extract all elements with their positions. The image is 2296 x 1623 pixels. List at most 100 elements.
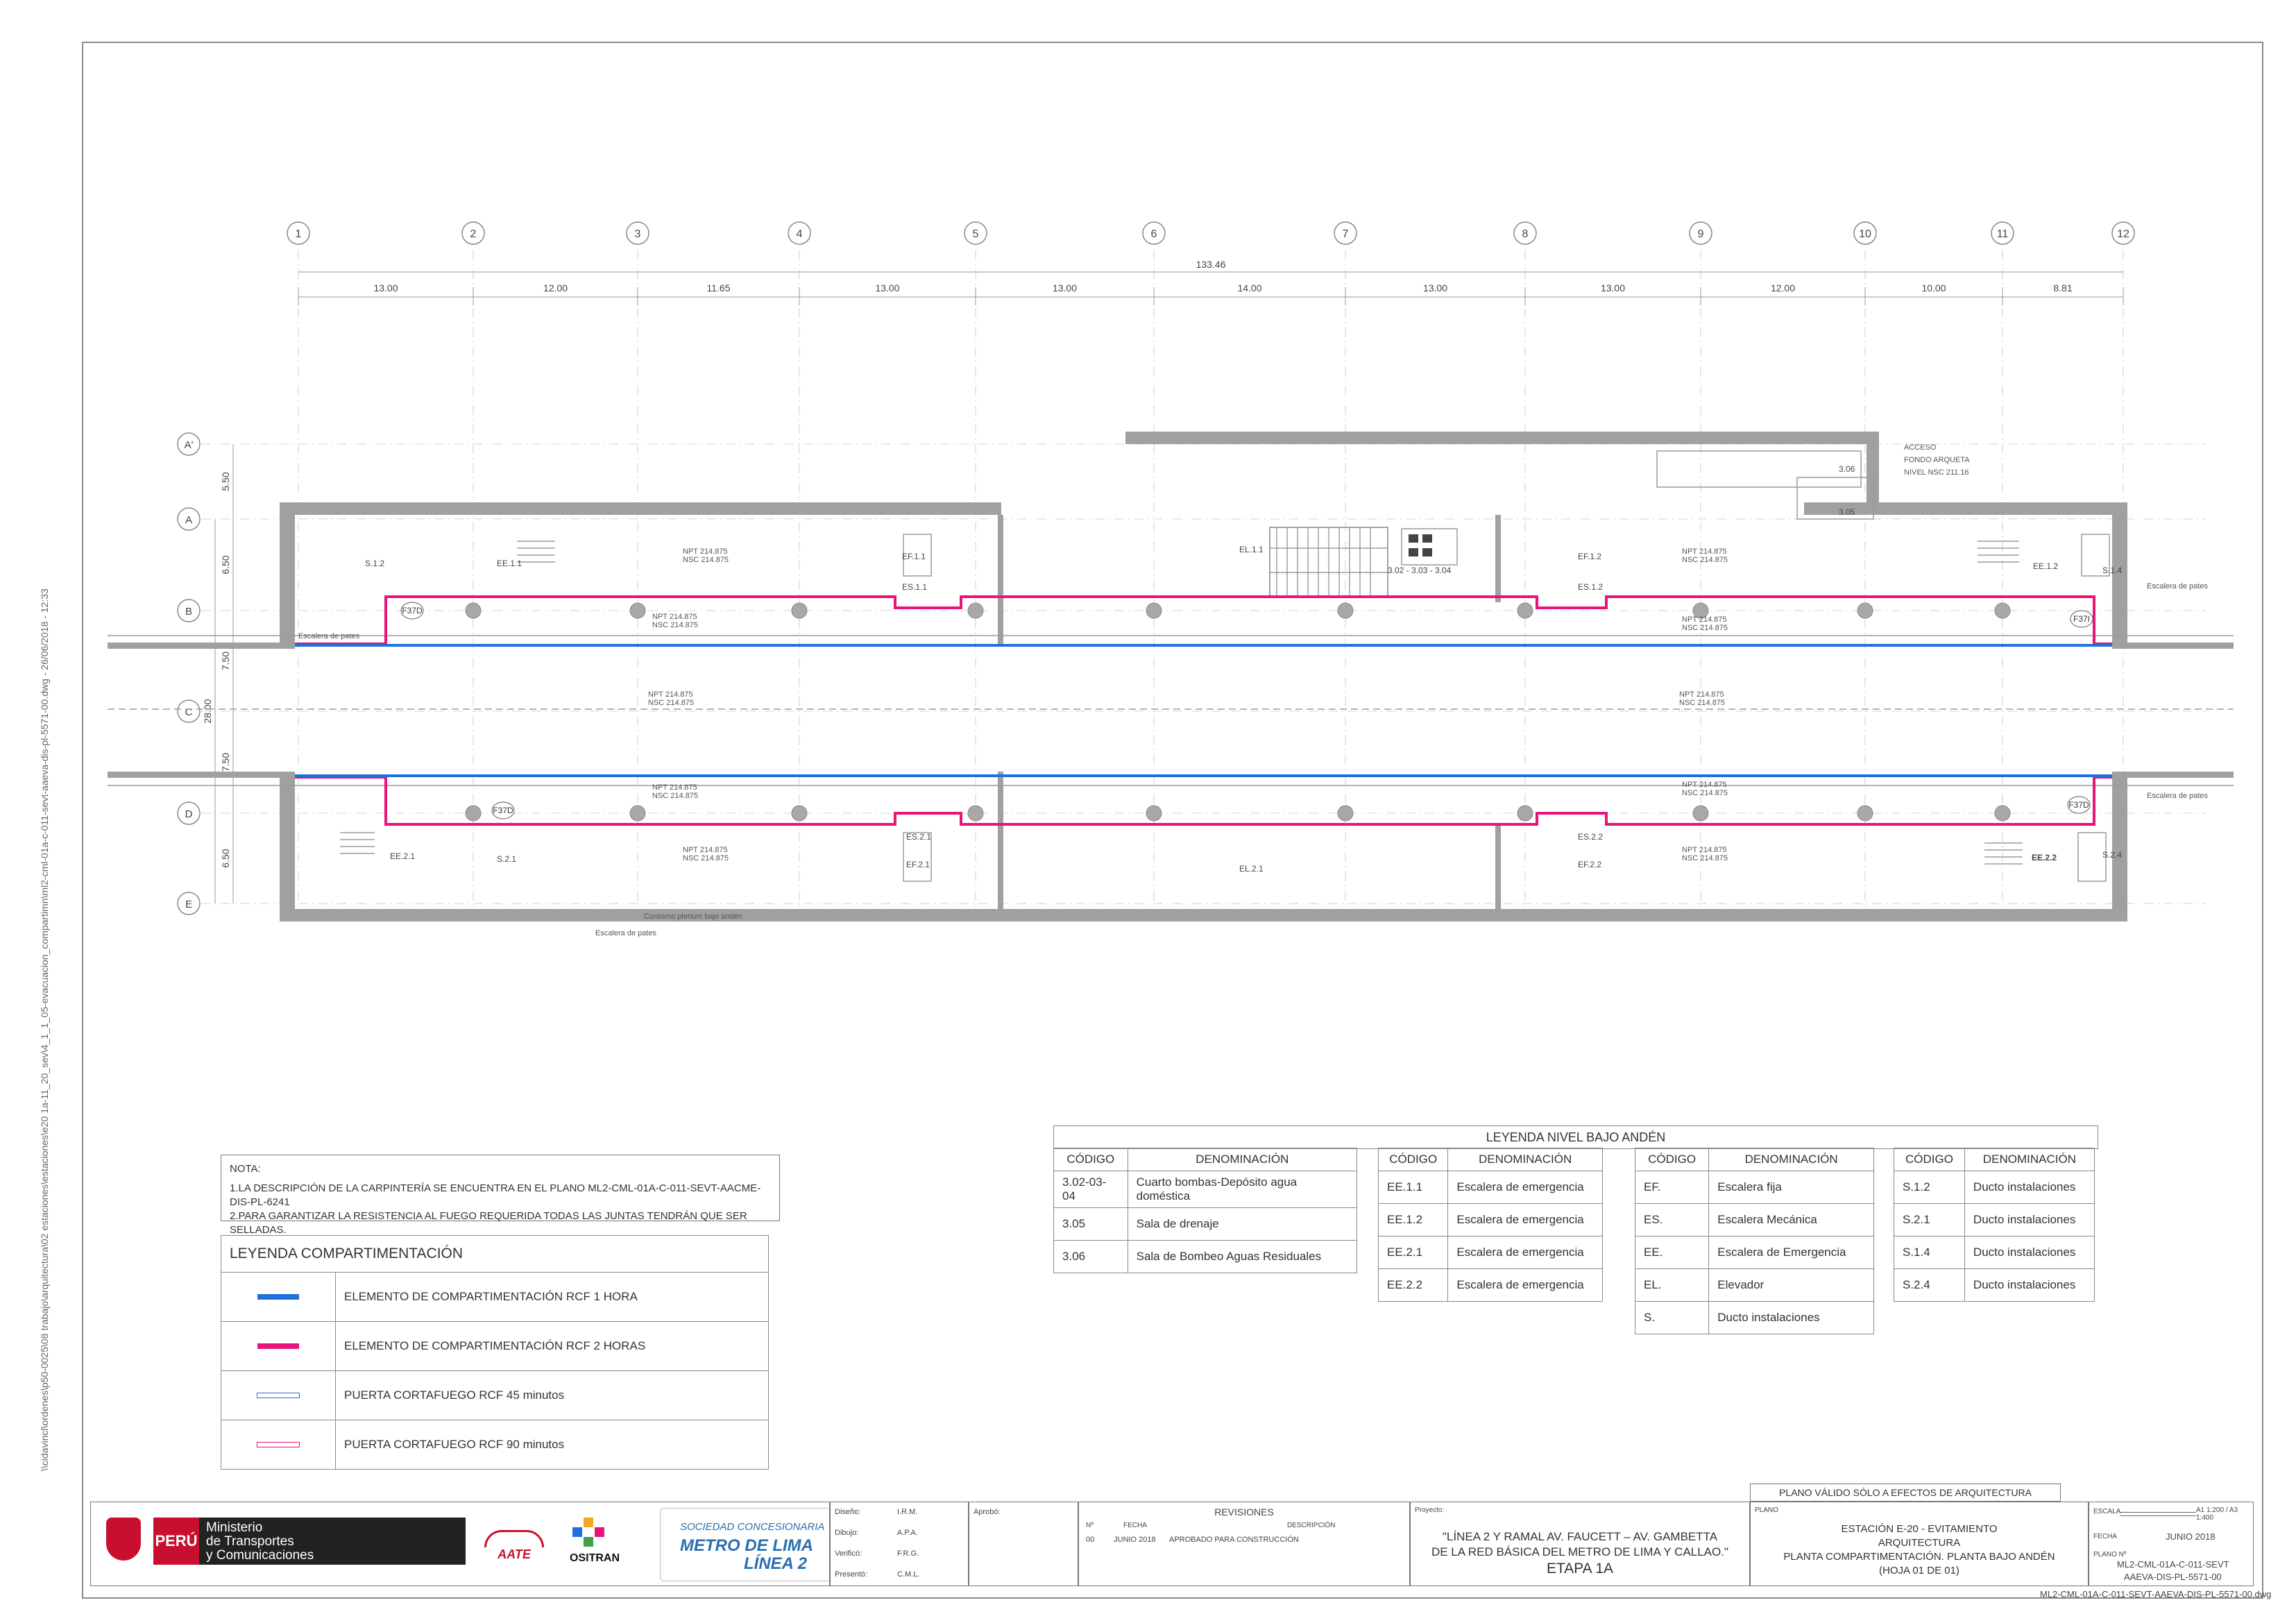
drawing-frame — [82, 42, 2263, 1599]
col-codigo: CÓDIGO — [1053, 1148, 1128, 1171]
col-denominacion: DENOMINACIÓN — [1708, 1148, 1874, 1171]
revisiones-title: REVISIONES — [1214, 1506, 1274, 1518]
revisiones-cell: REVISIONES Nº FECHA DESCRIPCIÓN 00 JUNIO… — [1078, 1502, 1410, 1586]
label-s24: S.2.4 — [2102, 850, 2122, 860]
row-code: S.2.1 — [1894, 1203, 1965, 1237]
rev-col-fecha: FECHA — [1123, 1522, 1147, 1529]
axis-col-2: 2 — [470, 228, 477, 240]
nsc-5: NSC 214.875 — [648, 699, 694, 707]
row-dim: 7.50 — [220, 753, 231, 772]
nsc-9: NSC 214.875 — [683, 854, 729, 863]
col-codigo: CÓDIGO — [1634, 1148, 1710, 1171]
row-denominacion: Sala de drenaje — [1127, 1207, 1358, 1241]
label-pates-2: Escalera de pates — [2147, 582, 2209, 590]
scale-bar-icon — [2120, 1512, 2196, 1516]
row-code: S.2.4 — [1894, 1268, 1965, 1302]
row-code: 3.06 — [1053, 1240, 1128, 1273]
row-dim: 28.00 — [202, 699, 213, 723]
door-tags: F37D F37I F37D F37D — [400, 602, 2093, 819]
row-dim: 7.50 — [220, 652, 231, 670]
row-denominacion: Escalera de Emergencia — [1708, 1236, 1874, 1269]
leyenda-comp-item-1: ELEMENTO DE COMPARTIMENTACIÓN RCF 1 HORA — [335, 1272, 769, 1322]
row-denominacion: Sala de Bombeo Aguas Residuales — [1127, 1240, 1358, 1273]
interior-lines — [108, 450, 2234, 882]
label-302: 3.02 - 3.03 - 3.04 — [1388, 566, 1452, 575]
npt-1: NPT 214.875 — [683, 547, 728, 556]
axis-col-11: 11 — [1997, 228, 2009, 240]
npt-2: NPT 214.875 — [1682, 547, 1727, 556]
row-code: EF. — [1634, 1171, 1710, 1204]
plano-label: PLANO — [1755, 1506, 1778, 1514]
leyenda-comp-item-4: PUERTA CORTAFUEGO RCF 90 minutos — [335, 1420, 769, 1470]
col-codigo: CÓDIGO — [1894, 1148, 1965, 1171]
nsc-2: NSC 214.875 — [1682, 556, 1728, 564]
verifico-label: Verificó: — [835, 1549, 862, 1558]
leyenda-comp-item-2: ELEMENTO DE COMPARTIMENTACIÓN RCF 2 HORA… — [335, 1321, 769, 1371]
axis-col-12: 12 — [2117, 228, 2129, 240]
firmas-cell: Diseño: I.R.M. Dibujo: A.P.A. Verificó: … — [830, 1502, 969, 1586]
nsc-10: NSC 214.875 — [1682, 854, 1728, 863]
row-denominacion: Elevador — [1708, 1268, 1874, 1302]
dibujo-value: A.P.A. — [897, 1529, 918, 1537]
nsc-3: NSC 214.875 — [652, 621, 698, 629]
peru-shield-icon — [106, 1518, 141, 1561]
row-denominacion: Escalera fija — [1708, 1171, 1874, 1204]
axis-row-1: A — [185, 514, 192, 526]
nsc-1: NSC 214.875 — [683, 556, 729, 564]
ministerio-line3: y Comunicaciones — [206, 1548, 314, 1563]
label-306: 3.06 — [1839, 464, 1855, 474]
nsc-4: NSC 214.875 — [1682, 624, 1728, 632]
row-denominacion: Escalera de emergencia — [1447, 1268, 1603, 1302]
row-code: ES. — [1634, 1203, 1710, 1237]
swatch-rcf1h — [257, 1294, 299, 1300]
axis-col-4: 4 — [797, 228, 803, 240]
pump-icons — [1409, 534, 1432, 556]
aate-label: AATE — [498, 1547, 531, 1561]
span-dim: 10.00 — [1921, 282, 1946, 294]
npt-8: NPT 214.875 — [1682, 781, 1727, 789]
ositran-label: OSITRAN — [570, 1552, 620, 1564]
swatch-door45 — [257, 1393, 300, 1398]
span-dim: 14.00 — [1237, 282, 1261, 294]
door-tag-f37i: F37I — [2073, 614, 2090, 624]
proyecto-cell: Proyecto: "LÍNEA 2 Y RAMAL AV. FAUCETT –… — [1410, 1502, 1750, 1586]
escala-value: A1 1:200 / A3 1:400 — [2196, 1506, 2238, 1522]
label-ee12: EE.1.2 — [2033, 561, 2058, 571]
door-tag-f37d-2: F37D — [493, 806, 513, 815]
room-labels: S.1.2 EE.1.1 EF.1.1 ES.1.1 EL.1.1 EF.1.2… — [365, 464, 2122, 874]
span-dim: 11.65 — [707, 282, 731, 294]
npt-9: NPT 214.875 — [683, 846, 728, 854]
label-fondo: FONDO ARQUETA — [1904, 456, 1970, 464]
presento-value: C.M.L. — [897, 1570, 920, 1579]
span-dim: 13.00 — [1601, 282, 1625, 294]
row-code: S.1.2 — [1894, 1171, 1965, 1204]
ministerio-line2: de Transportes — [206, 1534, 294, 1549]
label-pates-3: Escalera de pates — [2147, 792, 2209, 800]
row-code: EE.2.2 — [1377, 1268, 1449, 1302]
axis-row-3: C — [185, 706, 193, 718]
diseno-value: I.R.M. — [897, 1508, 918, 1516]
compartment-lines-rcf2h — [295, 595, 2112, 826]
aate-logo: AATE — [479, 1530, 549, 1572]
npt-7: NPT 214.875 — [652, 783, 697, 792]
label-pates-1: Escalera de pates — [298, 632, 360, 640]
col-codigo: CÓDIGO — [1377, 1148, 1449, 1171]
structure-walls — [108, 432, 2234, 921]
label-ee21: EE.2.1 — [390, 851, 415, 861]
label-es12: ES.1.2 — [1578, 582, 1603, 592]
fecha-label: FECHA — [2093, 1533, 2117, 1540]
row-code: EE. — [1634, 1236, 1710, 1269]
metro-label-1: METRO DE LIMA — [680, 1536, 813, 1555]
nota-box: NOTA: 1.LA DESCRIPCIÓN DE LA CARPINTERÍA… — [221, 1155, 780, 1236]
label-ee11: EE.1.1 — [497, 559, 522, 568]
plano-n-line1: ML2-CML-01A-C-011-SEVT — [2117, 1559, 2229, 1570]
label-s21: S.2.1 — [497, 854, 516, 864]
